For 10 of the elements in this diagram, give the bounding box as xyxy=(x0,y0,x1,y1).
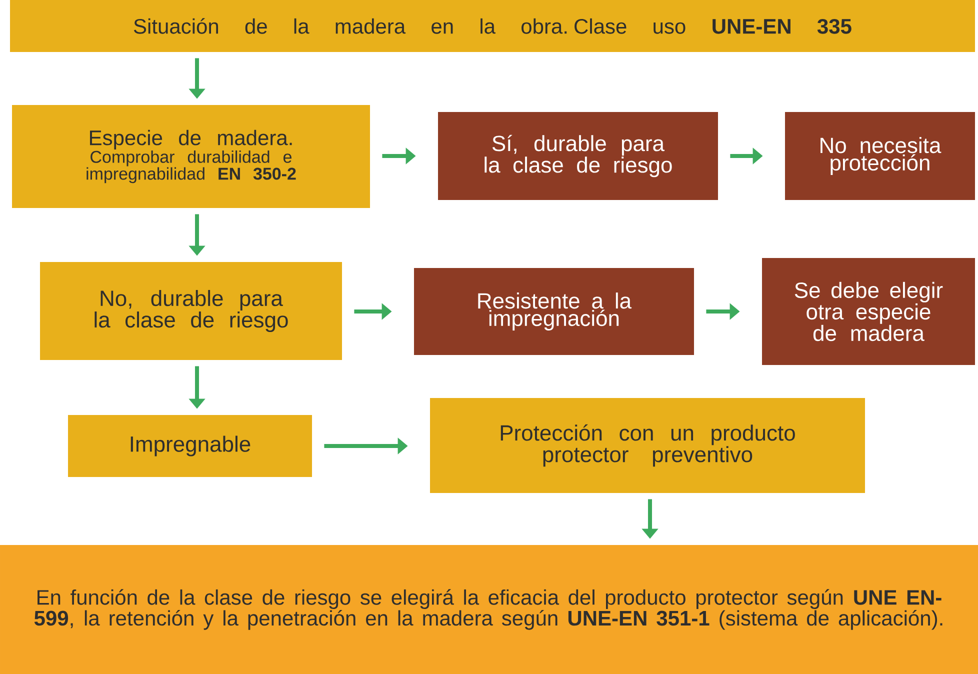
result-box: Resistente a la impregnación xyxy=(414,268,694,355)
process-box: Situación de la madera en la obra. Clase uso UNE-EN 335 xyxy=(10,0,975,52)
process-box: Especie de madera. Comprobar durabilidad e impregnabilidad EN 350-2 xyxy=(12,105,370,208)
process-box: Impregnable xyxy=(68,415,312,477)
result-box: Se debe elegir otra especie de madera xyxy=(762,258,975,365)
process-box: No, durable para la clase de riesgo xyxy=(40,262,342,360)
conclusion-box: En función de la clase de riesgo se elegirá la eficacia del producto protector según UNE EN-599, la retención y la penetración en la madera según UNE-EN 351-1 (sistema de aplicación). xyxy=(0,545,978,674)
result-box: No necesita protección xyxy=(785,112,975,200)
result-box: Sí, durable para la clase de riesgo xyxy=(438,112,718,200)
process-box: Protección con un producto protector preventivo xyxy=(430,398,865,493)
